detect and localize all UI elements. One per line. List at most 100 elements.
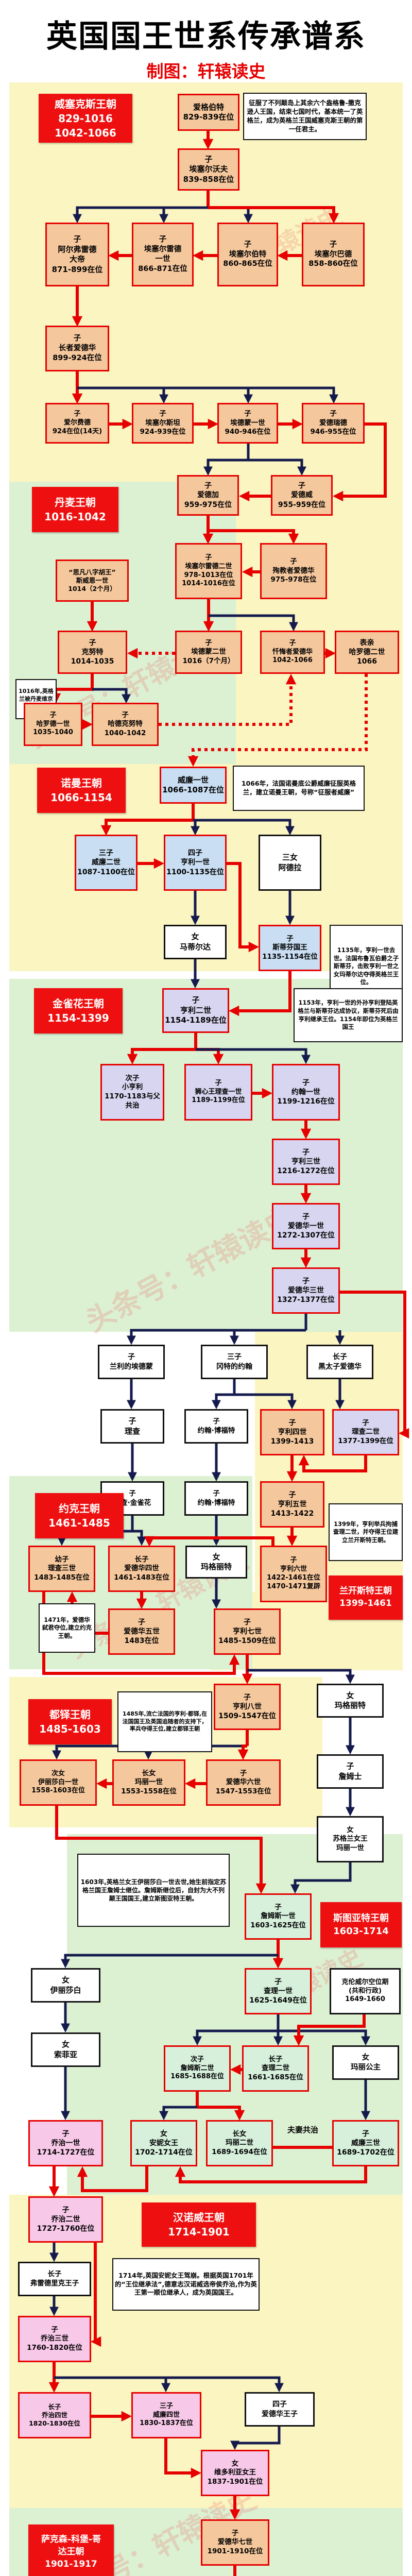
edge-4 bbox=[159, 206, 208, 224]
edge-114 bbox=[164, 2438, 202, 2479]
edge-19 bbox=[203, 459, 248, 476]
edge-88 bbox=[55, 1806, 267, 1894]
node-mary-queen-of-scots: 女苏格兰女王玛丽一世 bbox=[317, 1816, 384, 1862]
node-john-beaufort2: 子约翰·博福特 bbox=[184, 1481, 248, 1516]
edge-24 bbox=[208, 529, 299, 545]
edge-73 bbox=[144, 1536, 274, 1548]
edge-20 bbox=[248, 459, 306, 476]
node-note-1399: 1399年，亨利举兵拘捕查理二世，并夺得王位建立兰开斯特王朝。 bbox=[329, 1503, 403, 1561]
edge-71 bbox=[132, 1530, 146, 1546]
edge-111 bbox=[54, 2376, 170, 2393]
node-john-gaunt: 三子冈特的约翰 bbox=[201, 1345, 268, 1379]
node-sophia: 女索菲亚 bbox=[31, 2032, 100, 2067]
node-note-1485: 1485年,流亡法国的亨利·都铎,在法国国王及英国追随者的支持下，率兵夺得王位,… bbox=[117, 1691, 212, 1752]
edge-79 bbox=[247, 1669, 355, 1684]
edge-5 bbox=[208, 206, 253, 224]
edge-99 bbox=[159, 2106, 197, 2121]
edge-14 bbox=[77, 386, 338, 404]
edge-94 bbox=[193, 2029, 278, 2046]
node-note-1603: 1603年,英格兰女王伊丽莎白一世去世,她生前指定苏格兰国王詹姆士继位。詹姆斯继… bbox=[77, 1854, 230, 1927]
edge-48 bbox=[196, 1048, 224, 1065]
node-black-prince: 长子黑太子爱德华 bbox=[306, 1345, 373, 1379]
node-edmund-langley: 子兰利的埃德蒙 bbox=[98, 1345, 165, 1379]
node-note-1714: 1714年,英国安妮女王驾崩。根据英国1701年的“王位继承法”,德意志汉诺威选… bbox=[112, 2258, 260, 2311]
edge-83 bbox=[237, 1744, 249, 1760]
edge-105 bbox=[77, 2166, 148, 2192]
edge-61 bbox=[234, 1393, 297, 1410]
edge-12 bbox=[77, 386, 168, 404]
edge-104 bbox=[175, 2166, 367, 2183]
node-adela: 三女阿德拉 bbox=[259, 835, 321, 891]
edge-96 bbox=[293, 2014, 366, 2046]
edge-32 bbox=[92, 688, 131, 704]
edge-49 bbox=[196, 1048, 311, 1064]
edge-91 bbox=[61, 1954, 278, 1969]
edge-39 bbox=[193, 819, 295, 836]
edge-95 bbox=[278, 2029, 370, 2046]
node-cromwell-interregnum: 克伦威尔空位期(共和行政)1649-1660 bbox=[330, 1968, 401, 2014]
edge-41 bbox=[227, 862, 260, 953]
edge-100 bbox=[197, 2106, 245, 2121]
edge-56 bbox=[230, 1329, 306, 1345]
page-subtitle: 制图：轩辕读史 bbox=[146, 61, 266, 81]
node-richard-conisburgh: 子理查 bbox=[100, 1409, 164, 1444]
node-margaret-tudor: 女玛格丽特 bbox=[317, 1684, 384, 1718]
edge-3 bbox=[73, 206, 208, 224]
node-john-beaufort1: 子约翰·博福特 bbox=[184, 1409, 248, 1444]
node-margaret-beaufort: 女玛格丽特 bbox=[185, 1546, 247, 1579]
edge-34 bbox=[159, 673, 297, 726]
node-note-1066: 1066年，法国诺曼底公爵威廉征服英格兰，建立诺曼王朝，号称“征服者威廉” bbox=[233, 766, 365, 811]
node-elizabeth-stuart: 女伊丽莎白 bbox=[31, 1968, 100, 2003]
edge-112 bbox=[54, 2376, 284, 2393]
node-edward-duke-kent: 四子爱德华王子 bbox=[245, 2392, 315, 2427]
